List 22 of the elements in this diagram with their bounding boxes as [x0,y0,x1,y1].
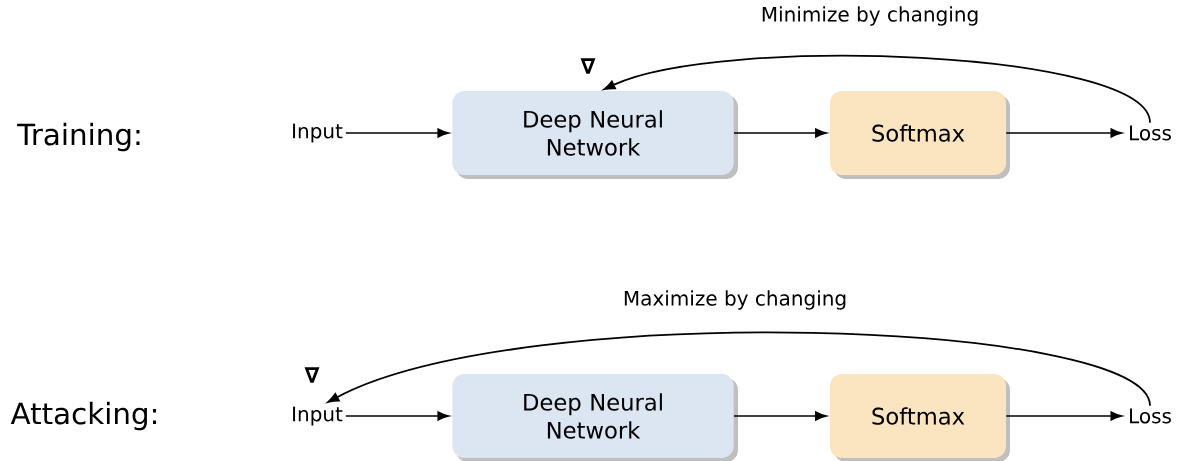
arrow [733,411,827,421]
node-label: Input [293,406,343,426]
arrow [344,128,450,138]
node-label: Input [293,123,343,143]
process-box: Deep Neural Network [452,91,738,179]
edge-label: Maximize by changing [624,290,846,310]
arrow [733,128,827,138]
gradient-symbol: ∇ [304,367,320,383]
process-box: Deep Neural Network [452,374,738,461]
arrow [1005,411,1123,421]
curved-arrow [603,54,1151,124]
curved-arrow [327,332,1151,407]
node-label: Loss [1130,408,1171,424]
arrow [1005,128,1123,138]
arrow [344,411,450,421]
process-box: Softmax [830,91,1010,179]
row-label: Training: [17,122,140,152]
edge-label: Minimize by changing [762,6,978,26]
gradient-symbol: ∇ [580,58,596,74]
row-label: Attacking: [10,401,157,431]
node-label: Loss [1130,125,1171,141]
process-box: Softmax [830,374,1010,461]
